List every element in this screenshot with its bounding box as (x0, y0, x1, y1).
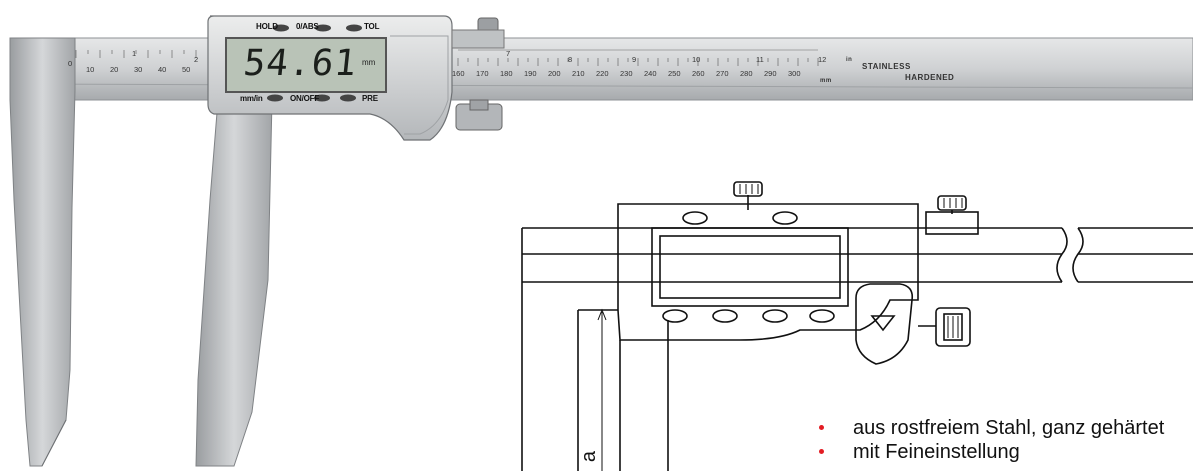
scale-label: 300 (788, 69, 801, 78)
dimension-label-a: a (578, 450, 601, 463)
zero-abs-label: 0/ABS (296, 22, 319, 31)
mm-in-label: mm/in (240, 94, 263, 103)
technical-drawing (521, 181, 1193, 471)
scale-label: 9 (632, 55, 636, 64)
scale-label: 170 (476, 69, 489, 78)
bullet-icon (819, 449, 824, 454)
scale-label: 1 (132, 49, 136, 58)
scale-label: 210 (572, 69, 585, 78)
on-off-label: ON/OFF (290, 94, 320, 103)
scale-label: 280 (740, 69, 753, 78)
scale-label: 50 (182, 65, 190, 74)
lcd-screen (225, 37, 387, 93)
scale-label: 10 (86, 65, 94, 74)
feature-text: aus rostfreiem Stahl, ganz gehärtet (853, 417, 1165, 439)
scale-label: 240 (644, 69, 657, 78)
scale-label: 30 (134, 65, 142, 74)
scale-label: 230 (620, 69, 633, 78)
scale-left (75, 50, 197, 58)
scale-label: 220 (596, 69, 609, 78)
stainless-engraving: STAINLESS (862, 62, 911, 71)
scale-label: 20 (110, 65, 118, 74)
lcd-unit: mm (362, 58, 376, 67)
scale-label: 200 (548, 69, 561, 78)
knurl (739, 184, 963, 338)
movable-jaw (195, 99, 273, 467)
feature-text: mit Feineinstellung (853, 441, 1020, 463)
scale-label: 160 (452, 69, 465, 78)
scale-label: 11 (756, 55, 764, 64)
hold-label: HOLD (256, 22, 278, 31)
scale-label: 12 (818, 55, 826, 64)
scale-label: 10 (692, 55, 700, 64)
scale-label: 0 (68, 59, 72, 68)
scale-label: 7 (506, 49, 510, 58)
tol-label: TOL (364, 22, 380, 31)
scale-label: 260 (692, 69, 705, 78)
feature-list: aus rostfreiem Stahl, ganz gehärtet mit … (815, 416, 1164, 464)
bullet-icon (819, 425, 824, 430)
slider-block (451, 29, 505, 49)
scale-label: 2 (194, 55, 198, 64)
scale-label: 270 (716, 69, 729, 78)
scale-right (457, 58, 819, 66)
scale-label: 250 (668, 69, 681, 78)
pre-label: PRE (362, 94, 378, 103)
lcd-reading: 54.61 (241, 43, 360, 84)
scale-label: 190 (524, 69, 537, 78)
list-item: aus rostfreiem Stahl, ganz gehärtet (815, 416, 1164, 440)
fixed-jaw (9, 37, 76, 467)
list-item: mit Feineinstellung (815, 440, 1164, 464)
scale-label: 180 (500, 69, 513, 78)
scale-label: 290 (764, 69, 777, 78)
scale-label: 40 (158, 65, 166, 74)
inch-mark: in (846, 57, 853, 63)
scale-label: 8 (568, 55, 572, 64)
mm-mark: mm (820, 78, 832, 84)
hardened-engraving: HARDENED (905, 73, 955, 82)
